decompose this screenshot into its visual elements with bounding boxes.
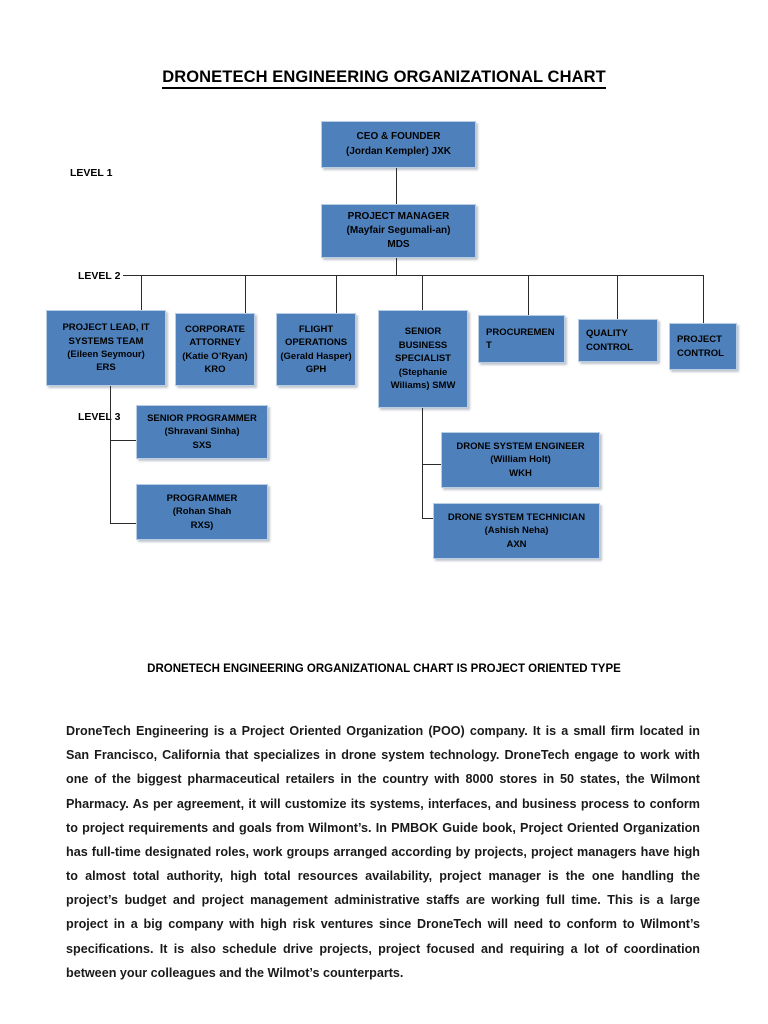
node-quality-title-line1: QUALITY xyxy=(586,328,628,340)
connector-drop-corporate-attorney xyxy=(245,275,246,313)
connector-lead-to-senior-programmer xyxy=(110,440,137,441)
connector-drop-quality-control xyxy=(617,275,618,319)
node-flight-person: (Gerald Hasper) xyxy=(280,350,352,362)
level-label-2: LEVEL 2 xyxy=(78,270,121,282)
connector-sbs-to-drone-technician xyxy=(422,518,442,519)
node-flight-title-line2: OPERATIONS xyxy=(284,337,348,349)
level-label-3: LEVEL 3 xyxy=(78,411,121,423)
node-ceo-person: (Jordan Kempler) JXK xyxy=(345,145,452,157)
node-pm-title: PROJECT MANAGER xyxy=(347,210,450,222)
node-attorney-title-line2: ATTORNEY xyxy=(189,337,241,349)
node-flight-code: GPH xyxy=(305,363,327,375)
body-paragraph: DroneTech Engineering is a Project Orien… xyxy=(66,724,700,980)
node-attorney-code: KRO xyxy=(204,363,226,375)
node-pm-person: (Mayfair Segumali-an) xyxy=(346,224,451,236)
node-project-control-title-line1: PROJECT xyxy=(677,334,722,346)
page-title-text: DRONETECH ENGINEERING ORGANIZATIONAL CHA… xyxy=(162,68,606,89)
node-sbs-title-line2: BUSINESS xyxy=(398,339,448,351)
node-corporate-attorney[interactable]: CORPORATE ATTORNEY (Katie O’Ryan) KRO xyxy=(175,313,255,386)
node-sbs-code: Wiliams) SMW xyxy=(390,380,456,392)
node-lead-title-line2: SYSTEMS TEAM xyxy=(68,335,144,347)
node-procurement-title-line2: T xyxy=(486,340,492,351)
node-drone-technician-code: AXN xyxy=(506,538,527,550)
node-project-control[interactable]: PROJECT CONTROL xyxy=(669,323,737,370)
node-programmer-code: RXS) xyxy=(190,519,214,531)
node-sbs-person: (Stephanie xyxy=(398,366,448,378)
node-drone-system-engineer[interactable]: DRONE SYSTEM ENGINEER (William Holt) WKH xyxy=(441,432,600,488)
connector-drop-flight-operations xyxy=(336,275,337,313)
connector-sbs-stem xyxy=(422,408,423,518)
node-quality-title-line2: CONTROL xyxy=(586,341,633,353)
node-procurement-title-line1: PROCUREMEN xyxy=(486,326,555,338)
page-title: DRONETECH ENGINEERING ORGANIZATIONAL CHA… xyxy=(0,68,768,89)
node-drone-system-technician[interactable]: DRONE SYSTEM TECHNICIAN (Ashish Neha) AX… xyxy=(433,503,600,559)
node-pm-code: MDS xyxy=(387,239,410,251)
node-senior-programmer-code: SXS xyxy=(192,439,212,451)
node-senior-programmer-person: (Shravani Sinha) xyxy=(164,426,240,438)
node-procurement[interactable]: PROCUREMEN T xyxy=(478,315,565,363)
node-drone-engineer-person: (William Holt) xyxy=(490,454,551,466)
node-lead-title-line1: PROJECT LEAD, IT xyxy=(62,322,150,334)
connector-drop-project-control xyxy=(703,275,704,323)
node-senior-programmer[interactable]: SENIOR PROGRAMMER (Shravani Sinha) SXS xyxy=(136,405,268,459)
connector-drop-project-lead xyxy=(141,275,142,310)
node-flight-operations[interactable]: FLIGHT OPERATIONS (Gerald Hasper) GPH xyxy=(276,313,356,386)
node-attorney-person: (Katie O’Ryan) xyxy=(182,350,248,362)
node-drone-technician-title: DRONE SYSTEM TECHNICIAN xyxy=(447,511,586,523)
node-programmer-title: PROGRAMMER xyxy=(166,492,238,504)
connector-lead-stem xyxy=(110,386,111,524)
node-sbs-title-line1: SENIOR xyxy=(404,326,442,338)
node-ceo-title: CEO & FOUNDER xyxy=(356,131,441,143)
node-drone-technician-person: (Ashish Neha) xyxy=(484,525,549,537)
node-project-lead-it-systems-team[interactable]: PROJECT LEAD, IT SYSTEMS TEAM (Eileen Se… xyxy=(46,310,166,386)
connector-lead-to-programmer xyxy=(110,523,137,524)
connector-drop-procurement xyxy=(528,275,529,315)
node-senior-programmer-title: SENIOR PROGRAMMER xyxy=(147,412,257,424)
node-project-manager[interactable]: PROJECT MANAGER (Mayfair Segumali-an) MD… xyxy=(321,204,476,258)
node-drone-engineer-title: DRONE SYSTEM ENGINEER xyxy=(456,440,585,452)
connector-ceo-to-pm xyxy=(396,168,397,205)
chart-subheading: DRONETECH ENGINEERING ORGANIZATIONAL CHA… xyxy=(147,663,621,675)
org-chart: LEVEL 1 LEVEL 2 LEVEL 3 CEO & FOUNDER (J… xyxy=(46,121,737,559)
connector-level2-left-cap xyxy=(123,275,143,276)
node-attorney-title-line1: CORPORATE xyxy=(185,323,245,335)
level-label-1: LEVEL 1 xyxy=(70,167,113,179)
node-quality-control[interactable]: QUALITY CONTROL xyxy=(578,319,658,362)
node-sbs-title-line3: SPECIALIST xyxy=(395,353,451,365)
node-lead-person: (Eileen Seymour) xyxy=(67,349,145,360)
node-senior-business-specialist[interactable]: SENIOR BUSINESS SPECIALIST (Stephanie Wi… xyxy=(378,310,468,408)
connector-pm-stem xyxy=(396,258,397,276)
node-programmer[interactable]: PROGRAMMER (Rohan Shah RXS) xyxy=(136,484,268,540)
node-programmer-person: (Rohan Shah xyxy=(172,506,232,518)
node-flight-title-line1: FLIGHT xyxy=(298,323,334,335)
node-project-control-title-line2: CONTROL xyxy=(677,347,724,359)
node-ceo[interactable]: CEO & FOUNDER (Jordan Kempler) JXK xyxy=(321,121,476,168)
connector-drop-senior-business-specialist xyxy=(422,275,423,310)
node-drone-engineer-code: WKH xyxy=(509,467,532,479)
node-lead-code: ERS xyxy=(96,362,116,374)
connector-sbs-to-drone-engineer xyxy=(422,464,442,465)
